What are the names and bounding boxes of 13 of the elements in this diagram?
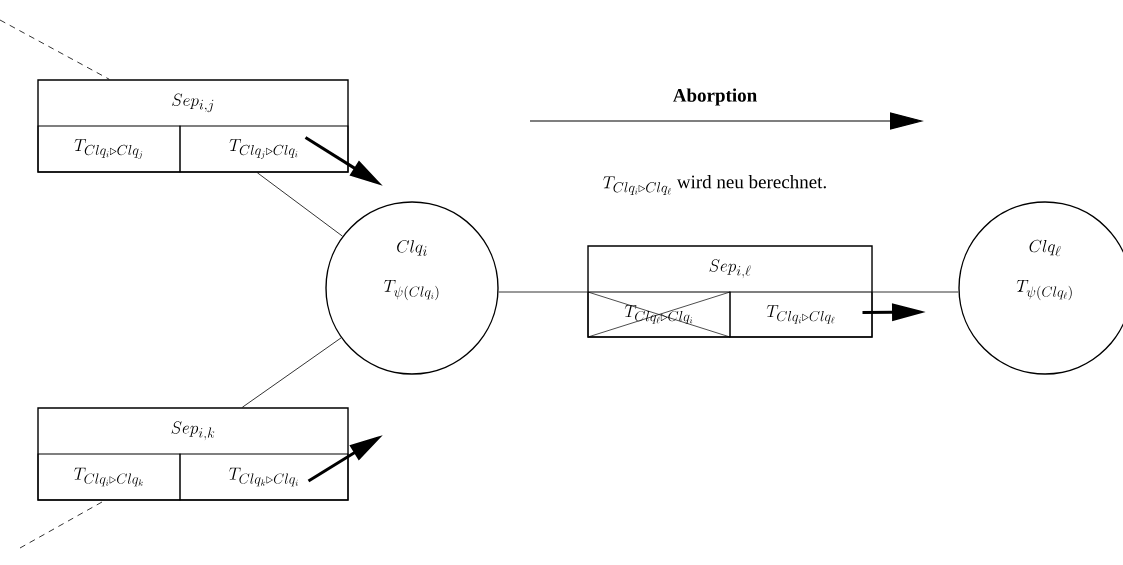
table-cell: $T_{Clq_k \triangleright Clq_i}$ xyxy=(179,453,349,501)
connector-line xyxy=(498,291,588,293)
table-cell: $T_{Clq_i \triangleright Clq_k}$ xyxy=(37,453,181,501)
table-cell: $T_{Clq_j \triangleright Clq_i}$ xyxy=(179,125,349,173)
table-cell: $T_{Clq_i \triangleright Clq_j}$ xyxy=(37,125,181,173)
connector-line xyxy=(256,172,343,237)
heading: Aborption xyxy=(672,88,757,106)
table-cell: $T_{Clq_i \triangleright Clq_\ell}$ xyxy=(729,291,873,338)
note: $T_{Clq_i \triangleright Clq_\ell}\mbox{ wird neu berechnet.}$ xyxy=(603,175,826,195)
connector-line xyxy=(241,337,342,408)
connector-line xyxy=(872,291,959,293)
dashed-line xyxy=(0,19,110,80)
dashed-line xyxy=(19,500,105,549)
